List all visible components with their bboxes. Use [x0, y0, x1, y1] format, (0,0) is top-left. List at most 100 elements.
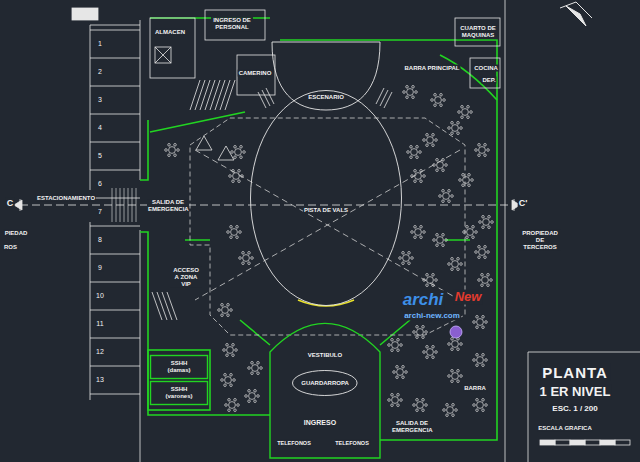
outline-frame: [250, 90, 402, 306]
scale-note: ESCALA GRAFICA: [537, 425, 592, 432]
room-walls: [190, 80, 235, 110]
room-name: SSHH (damas): [163, 360, 195, 374]
boundary-note: PROPIEDAD DE TERCEROS: [519, 230, 561, 251]
stall-number: 6: [97, 180, 103, 188]
room-walls: [258, 88, 392, 108]
table-set: [245, 390, 260, 403]
table-set: [388, 394, 403, 407]
table-set: [239, 252, 254, 265]
room-walls: [155, 47, 171, 63]
table-set: [459, 174, 474, 187]
table-set: [423, 274, 438, 287]
section-line: [20, 205, 514, 206]
dance-floor: PISTA DE VALS: [250, 90, 402, 306]
stall-number: 10: [95, 292, 105, 300]
room-name: ESCENARIO: [307, 94, 345, 101]
table-set: [403, 86, 418, 99]
table-set: [248, 362, 263, 375]
scale-bar: [585, 440, 600, 445]
building-walls: [148, 350, 210, 410]
room-walls: [155, 47, 171, 63]
restroom-box: SSHH (damas): [150, 355, 208, 379]
stall-number: 4: [97, 124, 103, 132]
table-set: [227, 226, 242, 239]
phone-label: TELEFONOS: [276, 440, 312, 446]
room-walls: [152, 292, 177, 320]
table-set: [413, 399, 428, 412]
stall-number: 1: [97, 40, 103, 48]
hall-outline: [190, 118, 465, 335]
room-walls: [150, 10, 500, 320]
room-name: BARRA PRINCIPAL: [404, 65, 461, 72]
exit-label: SALIDA DE EMERGENCIA: [147, 199, 189, 213]
parking: [72, 8, 140, 462]
room-name: INGRESO DE PERSONAL: [211, 17, 253, 31]
table-set: [413, 326, 428, 339]
entrance-label: INGRESO: [303, 419, 337, 427]
parking: [72, 8, 98, 20]
room-walls: [470, 58, 500, 88]
room-name: DEP.: [481, 77, 496, 84]
table-set: [231, 146, 246, 159]
stall-number: 7: [97, 208, 103, 216]
table-set: [439, 190, 454, 203]
stall-number: 11: [95, 320, 104, 328]
watermark: archi-new.com: [403, 311, 461, 320]
exit-label: SALIDA DE EMERGENCIA: [391, 420, 433, 434]
building-walls: [140, 120, 270, 415]
scale-bar: [540, 440, 555, 445]
table-set: [225, 399, 240, 412]
table-set: [411, 226, 426, 239]
property-line: [505, 0, 506, 462]
section-mark: C: [6, 198, 15, 208]
parking: [90, 30, 140, 394]
table-set: [431, 94, 446, 107]
stage-edge: [298, 300, 354, 306]
stall-number: 9: [97, 264, 103, 272]
room-name: PISTA DE VALS: [303, 207, 349, 214]
room-walls: [205, 10, 265, 40]
table-set: [433, 159, 448, 172]
room-walls: [237, 55, 275, 95]
table-set: [399, 252, 414, 265]
table-set: [448, 338, 463, 351]
area-name: ESTACIONAMIENTO: [36, 195, 96, 202]
outline: [272, 42, 380, 110]
table-set: [479, 216, 494, 229]
building-walls: [150, 112, 245, 132]
table-set: [458, 106, 473, 119]
scale-note: ESC. 1 / 200: [551, 404, 598, 413]
property-line: [528, 352, 640, 462]
building-walls: [240, 320, 410, 345]
room-name: ALMACEN: [154, 29, 186, 36]
scale-bar: [540, 440, 630, 445]
hall-outline: [190, 118, 465, 335]
room-walls: [150, 18, 195, 78]
parking: [90, 20, 140, 462]
restroom-box: SSHH (varones): [150, 381, 208, 405]
table-set: [473, 399, 488, 412]
stall-number: 5: [97, 152, 103, 160]
stall-number: 12: [95, 348, 105, 356]
access-label: ACCESO A ZONA VIP: [170, 267, 202, 288]
boundary-note: ROS: [3, 244, 18, 251]
scale-bar: [555, 440, 570, 445]
sheet-subtitle: 1 ER NIVEL: [539, 385, 612, 400]
table-set: [423, 134, 438, 147]
outline: [251, 91, 402, 306]
hall-outline: [195, 150, 460, 300]
table-set: [475, 246, 490, 259]
table-set: [443, 404, 458, 417]
watermark: New: [454, 290, 483, 305]
room-name: GUARDARROPA: [300, 380, 350, 387]
table-set: [411, 170, 426, 183]
scale-bar: [615, 440, 630, 445]
outline: [270, 323, 380, 458]
table-set: [475, 144, 490, 157]
scale-bar: [600, 440, 615, 445]
room-name: COCINA: [473, 65, 499, 72]
north-arrow: [560, 2, 592, 26]
room-name: BARRA: [463, 385, 487, 392]
table-set: [473, 354, 488, 367]
